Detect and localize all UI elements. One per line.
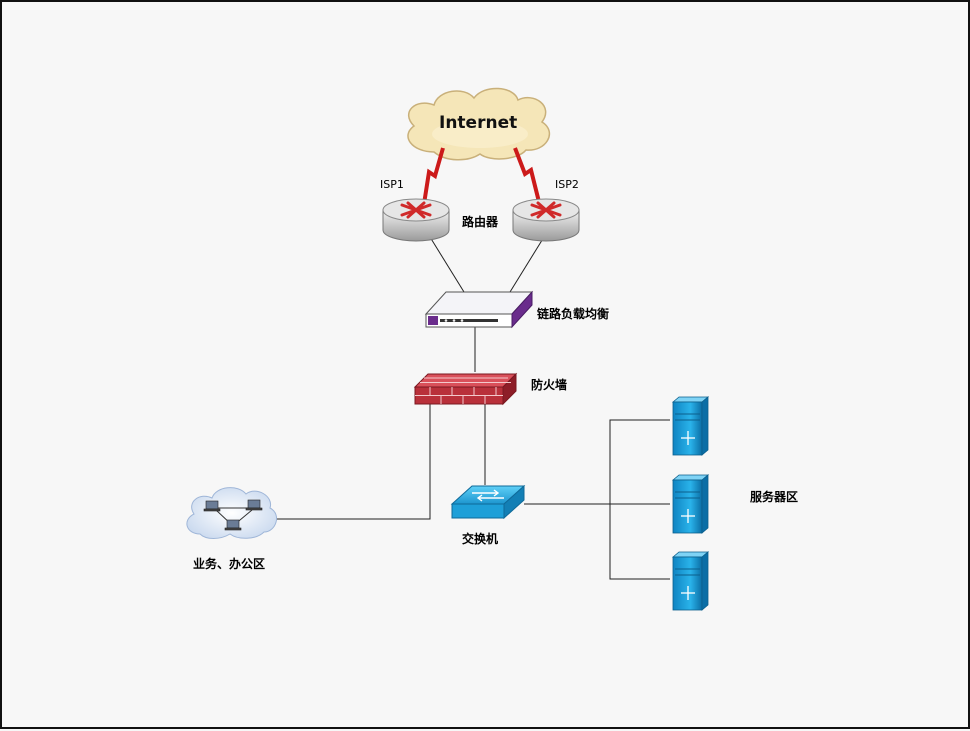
load-balancer-icon bbox=[424, 290, 534, 329]
router-label: 路由器 bbox=[462, 215, 499, 229]
isp1-label: ISP1 bbox=[380, 178, 404, 191]
server-3-icon bbox=[671, 551, 710, 611]
office-network-cloud-icon bbox=[186, 487, 278, 539]
office-zone-label: 业务、办公区 bbox=[193, 557, 266, 571]
link-router2-lb bbox=[509, 236, 545, 293]
link-firewall-office bbox=[272, 404, 431, 520]
isp2-label: ISP2 bbox=[555, 178, 579, 191]
router-2-icon bbox=[512, 198, 580, 242]
server-2-icon bbox=[671, 474, 710, 534]
firewall-label: 防火墙 bbox=[531, 378, 568, 392]
switch-label: 交换机 bbox=[462, 532, 499, 546]
connection-lines bbox=[272, 236, 670, 580]
server-1-icon bbox=[671, 396, 710, 456]
load-balancer-label: 链路负载均衡 bbox=[537, 307, 610, 321]
isp2-link bbox=[513, 147, 541, 203]
isp1-link bbox=[422, 147, 445, 205]
switch-icon bbox=[450, 484, 526, 520]
firewall-icon bbox=[413, 372, 518, 406]
server-zone-label: 服务器区 bbox=[750, 490, 799, 504]
link-router1-lb bbox=[429, 236, 465, 293]
router-1-icon bbox=[382, 198, 450, 242]
internet-cloud-icon bbox=[407, 87, 550, 161]
link-server-bus bbox=[609, 419, 670, 580]
internet-label: Internet bbox=[439, 113, 518, 133]
